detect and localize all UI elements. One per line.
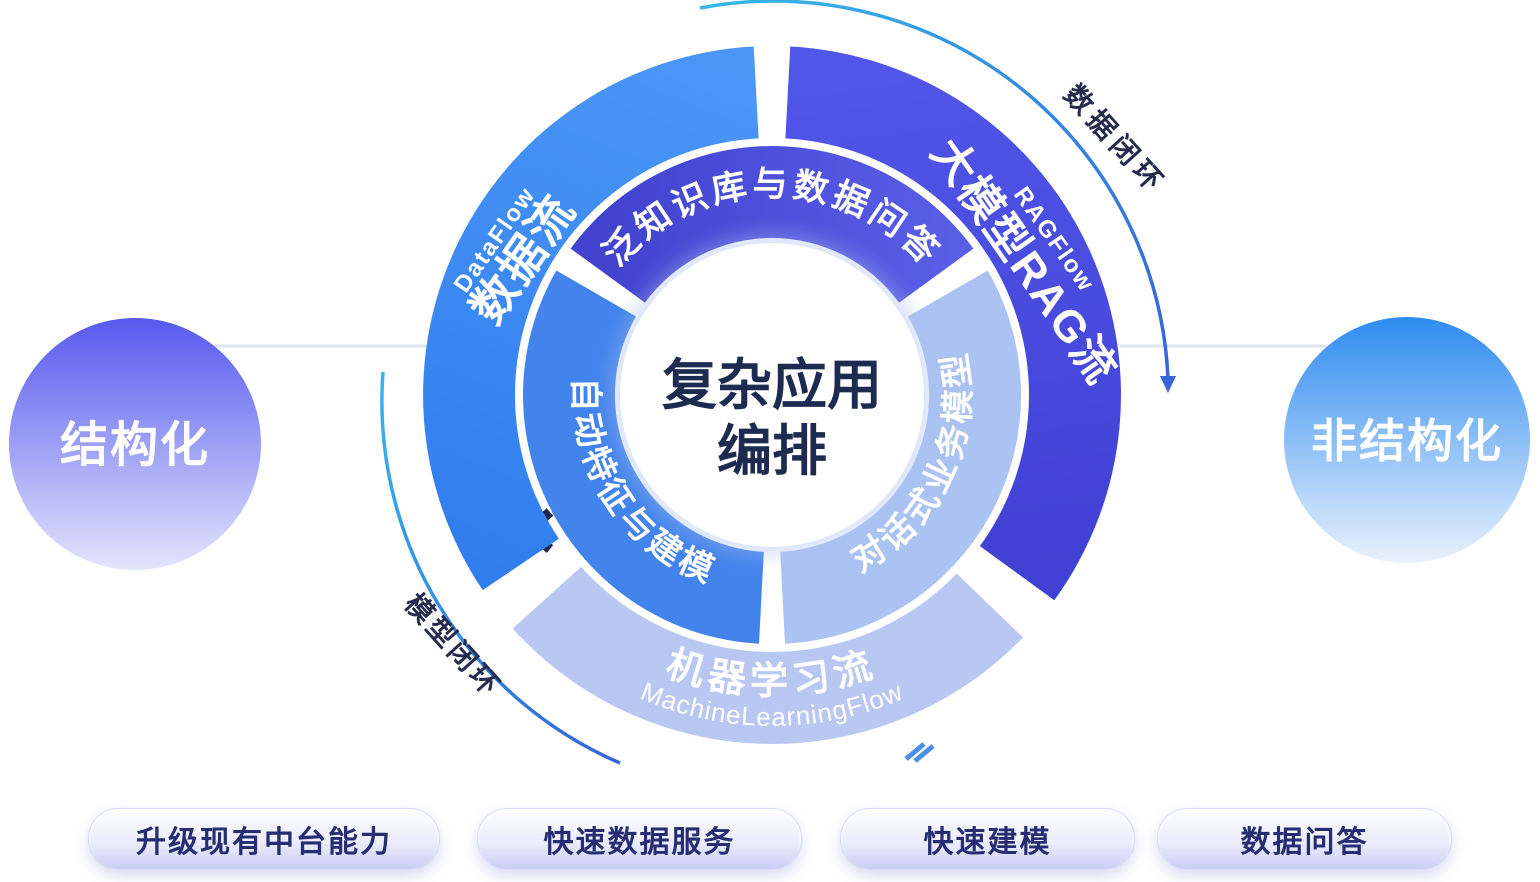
- structured-data-circle: [9, 318, 261, 570]
- outer-segment-mlflow: [512, 566, 1023, 744]
- blue-chevron-icon: [904, 742, 935, 763]
- pill-data-qa: 数据问答: [1157, 808, 1452, 870]
- pill-label: 快速数据服务: [543, 826, 736, 859]
- center-title-line1: 复杂应用: [662, 354, 882, 416]
- outer-segment-ragflow: [785, 46, 1121, 601]
- flow-arc-top-right: [699, 0, 1170, 379]
- pill-fast-modeling: 快速建模: [840, 808, 1135, 870]
- inner-segment-auto-feature-modeling: [523, 270, 764, 644]
- benefit-pills: 升级现有中台能力 快速数据服务 快速建模 数据问答: [0, 808, 1540, 870]
- pill-fast-data-service: 快速数据服务: [477, 808, 802, 870]
- flow-arc-top-right-arrowhead-icon: [1160, 376, 1176, 393]
- unstructured-data-label: 非结构化: [1311, 415, 1503, 467]
- outer-segment-dataflow: [423, 46, 759, 591]
- pill-label: 升级现有中台能力: [136, 826, 392, 859]
- inner-segment-knowledge-qa: [570, 146, 974, 303]
- pill-label: 数据问答: [1240, 826, 1369, 859]
- pill-upgrade-midplatform: 升级现有中台能力: [88, 808, 440, 870]
- flow-label-bottom-left: 模型闭环: [399, 588, 508, 704]
- flow-arc-bottom-left: [380, 371, 621, 765]
- pill-label: 快速建模: [923, 826, 1052, 859]
- structured-data-label: 结构化: [60, 419, 210, 472]
- center-title-line2: 编排: [717, 420, 827, 482]
- inner-segment-conversational-model: [780, 270, 1021, 644]
- center-circle: [620, 243, 924, 547]
- unstructured-data-circle: [1284, 317, 1530, 563]
